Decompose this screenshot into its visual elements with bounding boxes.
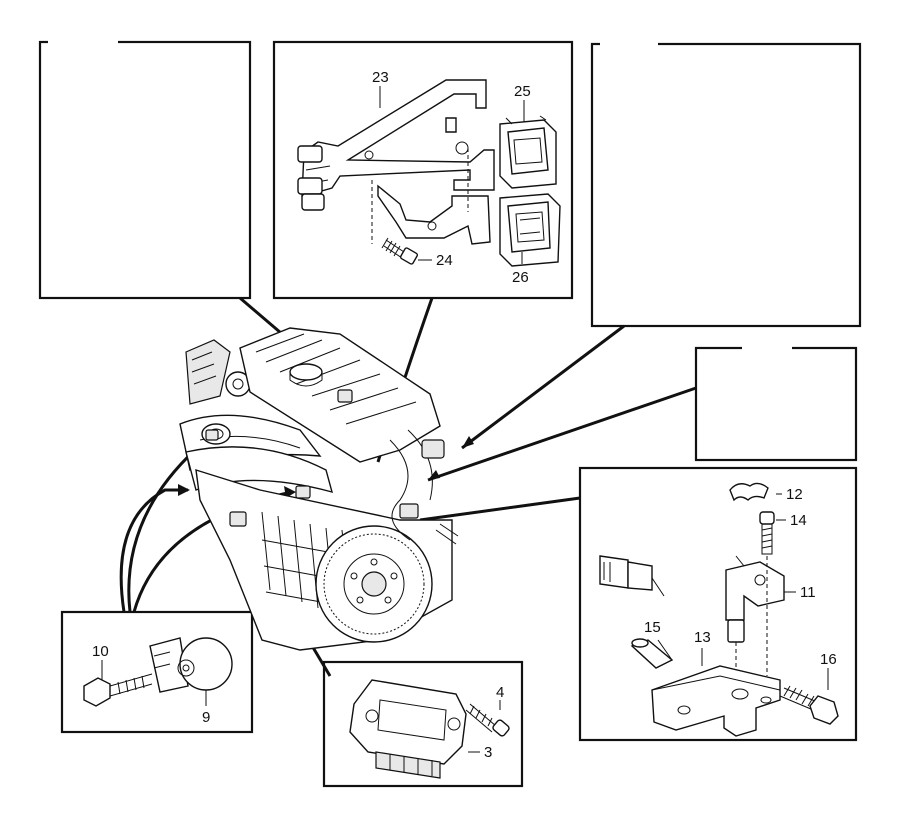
callout-14: 14 <box>790 512 807 529</box>
sensor-bracket-13 <box>651 665 781 737</box>
bolt-24 <box>381 237 419 265</box>
bracket-assembly <box>297 79 561 267</box>
callout-3: 3 <box>484 744 492 761</box>
callout-16: 16 <box>820 651 837 668</box>
callout-9: 9 <box>202 709 210 726</box>
sensor-connector-plug <box>599 555 665 597</box>
control-module-assembly <box>349 679 510 779</box>
crank-sensor-assembly <box>598 482 839 737</box>
control-module-3 <box>349 679 467 779</box>
callout-12: 12 <box>786 486 803 503</box>
connector-housing-26 <box>499 193 561 267</box>
knock-sensor-9 <box>149 637 233 693</box>
bolt-14 <box>759 511 775 676</box>
detail-box-empty-left <box>38 38 252 300</box>
detail-box-empty-right <box>590 40 862 328</box>
bolt-4 <box>465 703 510 737</box>
callout-25: 25 <box>514 83 531 100</box>
callout-15: 15 <box>644 619 661 636</box>
bolt-10 <box>83 673 153 707</box>
callout-10: 10 <box>92 643 109 660</box>
callout-11: 11 <box>800 584 816 601</box>
detail-box-empty-small <box>694 344 858 462</box>
bolt-16 <box>779 685 839 725</box>
callout-23: 23 <box>372 69 389 86</box>
clip-12 <box>729 482 769 502</box>
callout-13: 13 <box>694 629 711 646</box>
flywheel <box>315 525 433 643</box>
engine-illustration <box>179 327 459 651</box>
connector-housing-25 <box>499 115 557 189</box>
callout-4: 4 <box>496 684 504 701</box>
callout-26: 26 <box>512 269 529 286</box>
knock-sensor-assembly <box>83 637 233 707</box>
callout-ticks <box>101 86 829 753</box>
callout-24: 24 <box>436 252 453 269</box>
crank-sensor-11 <box>725 555 785 643</box>
